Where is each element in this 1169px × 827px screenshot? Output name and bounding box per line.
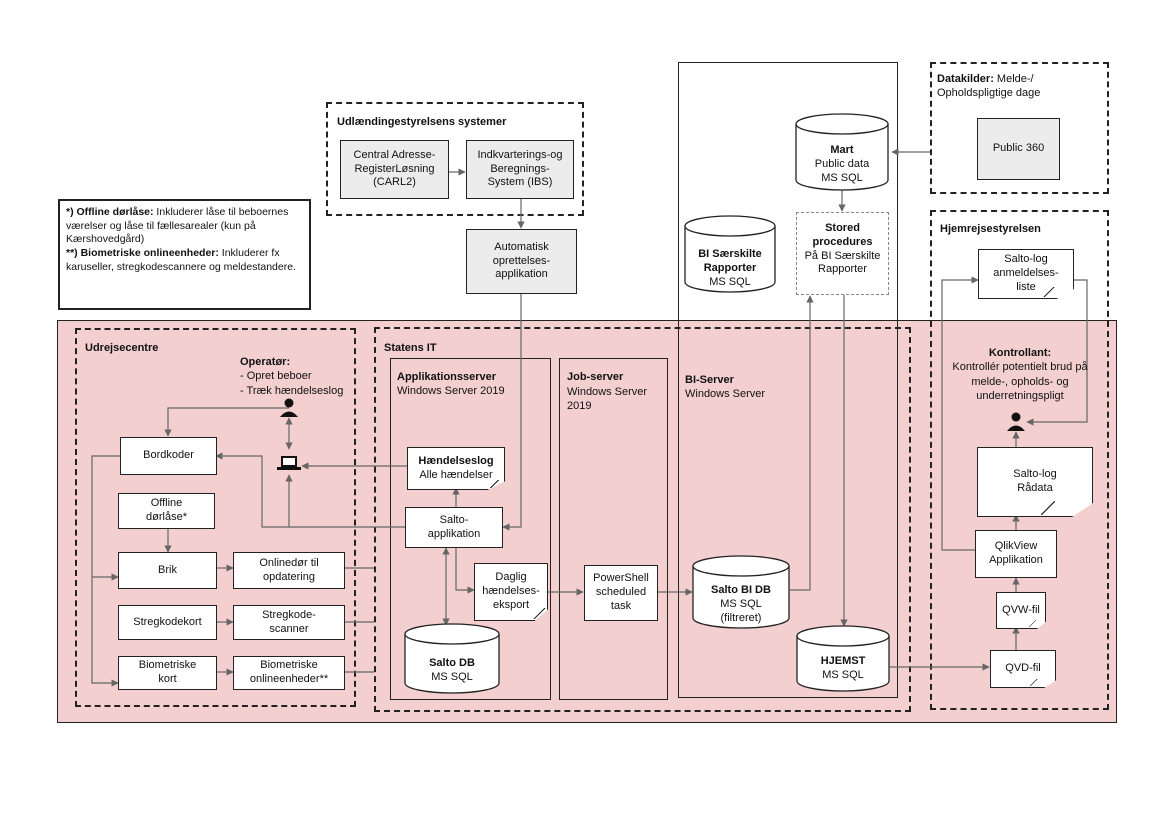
qvw-fil-doc: QVW-fil (996, 592, 1046, 629)
salto-applikation-box: Salto-applikation (405, 507, 503, 548)
notes-text: *) Offline dørlåse: Inkluderer låse til … (66, 206, 296, 273)
salto-log-raadata-doc: Salto-log Rådata (977, 447, 1093, 517)
applikationsserver-subtitle: Windows Server 2019 (397, 385, 505, 397)
bi-saerskilte-label: BI Særskilte Rapporter MS SQL (698, 248, 762, 288)
offline-dorlaase-box: Offline dørlåse* (118, 493, 215, 529)
udrejsecentre-container (75, 328, 356, 707)
job-server-title: Job-server (567, 371, 624, 383)
onlinedor-box: Onlinedør til opdatering (233, 552, 345, 589)
salto-bi-db-label: Salto BI DB MS SQL (filtreret) (711, 584, 771, 624)
qvd-fil-doc: QVD-fil (990, 650, 1056, 688)
operator-label: Operatør: - Opret beboer - Træk hændelse… (240, 356, 344, 397)
stored-procedures-box (796, 212, 889, 295)
udl-container (326, 102, 584, 216)
left-bus-line (91, 455, 120, 687)
stregkodescanner-box: Stregkode-scanner (233, 605, 345, 640)
arrow-salto-daglig (455, 548, 475, 594)
carl2-box: Central Adresse-RegisterLøsning (CARL2) (340, 140, 449, 199)
automatisk-oprettelses-box: Automatisk oprettelses-applikation (466, 229, 577, 294)
salto-db-label: Salto DB MS SQL (429, 657, 475, 683)
notes-box (58, 199, 311, 310)
salto-log-anmeldelsesliste-doc: Salto-log anmeldelses-liste (978, 249, 1074, 299)
datakilder-container (930, 62, 1109, 194)
hjemst-cylinder (796, 625, 890, 692)
arrow-salto-bordkoder (215, 452, 405, 528)
salto-db-cylinder (404, 623, 500, 694)
statens-it-container (374, 327, 911, 712)
bi-saerskilte-cylinder (684, 215, 776, 293)
datakilder-title: Datakilder: Melde-/ Opholdspligtige dage (937, 73, 1041, 100)
arrow-qlik-anm (941, 276, 979, 551)
arrow-saltobi-stored (790, 295, 814, 591)
stored-procedures-label: Stored procedures På BI Særskilte Rappor… (804, 222, 881, 276)
ibs-box: Indkvarterings-og Beregnings-System (IBS… (466, 140, 574, 199)
hjemst-label: HJEMST MS SQL (820, 655, 866, 681)
applikationsserver-title: Applikationsserver (397, 371, 497, 383)
udl-title: Udlændingestyrelsens systemer (337, 116, 507, 128)
udrejsecentre-title: Udrejsecentre (85, 342, 159, 354)
haendelseslog-doc: Hændelseslog Alle hændelser (407, 447, 505, 490)
salto-bi-db-cylinder (692, 555, 790, 629)
operator-person-icon (280, 398, 298, 417)
mart-cylinder (795, 113, 889, 191)
bi-server-subtitle: Windows Server (685, 388, 766, 400)
public360-box: Public 360 (977, 118, 1060, 180)
daglig-eksport-doc: Daglig hændelses-eksport (474, 563, 548, 621)
applikationsserver-box (390, 358, 551, 700)
hjemrejsestyrelsen-container (930, 210, 1109, 710)
bi-server-title: BI-Server (685, 374, 734, 386)
job-server-box (559, 358, 668, 700)
laptop-icon (277, 456, 301, 470)
statens-it-background (57, 320, 1117, 723)
arrow-auto-salto (502, 294, 522, 531)
brik-box: Brik (118, 552, 217, 589)
biometriske-kort-box: Biometriske kort (118, 656, 217, 690)
mart-label: Mart Public data MS SQL (814, 144, 870, 184)
qlikview-applikation-box: QlikView Applikation (975, 530, 1057, 578)
powershell-task-box: PowerShell scheduled task (584, 565, 658, 621)
statens-it-title: Statens IT (384, 342, 437, 354)
bi-server-box (678, 62, 898, 698)
biometriske-onlineenheder-box: Biometriske onlineenheder** (233, 656, 345, 690)
stregkodekort-box: Stregkodekort (118, 605, 217, 640)
kontrollant-person-icon (1007, 412, 1025, 431)
bordkoder-box: Bordkoder (120, 437, 217, 475)
arrow-operator-bordkoder (164, 407, 289, 437)
hjemrejsestyrelsen-title: Hjemrejsestyrelsen (940, 223, 1041, 235)
job-server-subtitle: Windows Server 2019 (567, 386, 648, 413)
kontrollant-label: Kontrollant: Kontrollér potentielt brud … (952, 347, 1088, 402)
